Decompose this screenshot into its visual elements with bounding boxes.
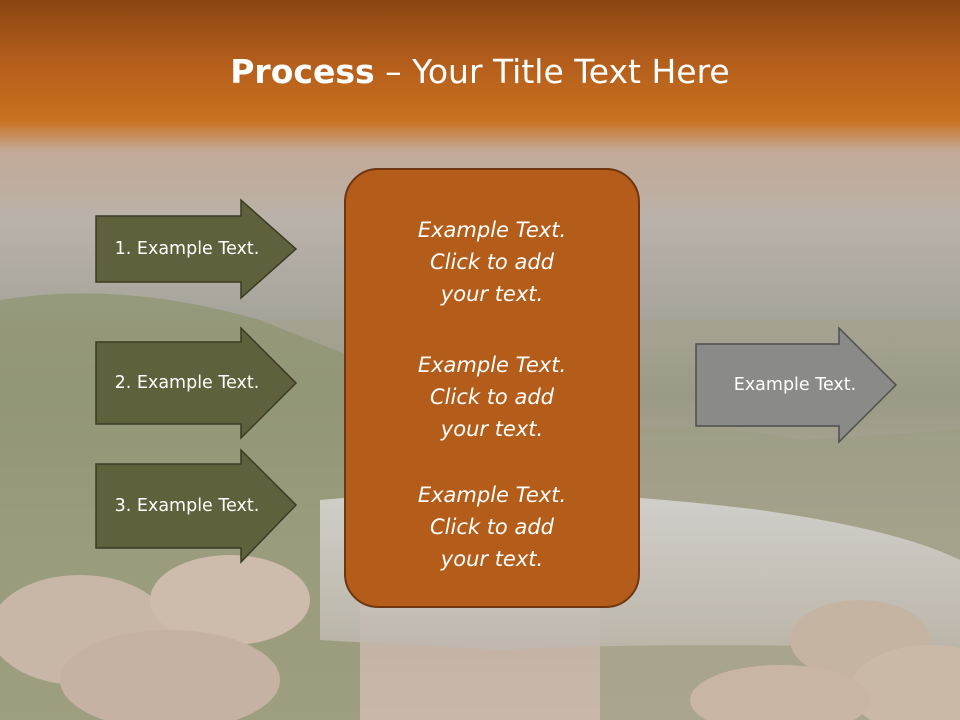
step-arrow-2-label: 2. Example Text. — [114, 373, 260, 393]
block-line: Click to add — [429, 385, 554, 409]
block-line: Click to add — [429, 515, 554, 539]
block-line: Example Text. — [417, 483, 567, 507]
step-arrow-1[interactable] — [94, 198, 300, 300]
step-arrow-3-label: 3. Example Text. — [114, 496, 260, 516]
result-arrow-label: Example Text. — [733, 375, 857, 395]
step-arrow-1-label: 1. Example Text. — [114, 239, 260, 259]
result-arrow[interactable] — [694, 326, 900, 444]
center-text-box[interactable]: Example Text. Click to add your text. Ex… — [344, 168, 640, 608]
block-line: Example Text. — [417, 353, 567, 377]
center-text-block-3: Example Text. Click to add your text. — [346, 479, 638, 575]
header-band — [0, 0, 960, 150]
page-title: Process – Your Title Text Here — [0, 52, 960, 91]
block-line: your text. — [440, 282, 544, 306]
title-bold: Process — [230, 52, 375, 91]
block-line: Click to add — [429, 250, 554, 274]
step-arrow-3[interactable] — [94, 448, 300, 566]
block-line: your text. — [440, 547, 544, 571]
center-text-block-1: Example Text. Click to add your text. — [346, 214, 638, 310]
center-text-block-2: Example Text. Click to add your text. — [346, 349, 638, 445]
block-line: your text. — [440, 417, 544, 441]
step-arrow-2[interactable] — [94, 326, 300, 440]
block-line: Example Text. — [417, 218, 567, 242]
title-rest: – Your Title Text Here — [374, 52, 730, 91]
